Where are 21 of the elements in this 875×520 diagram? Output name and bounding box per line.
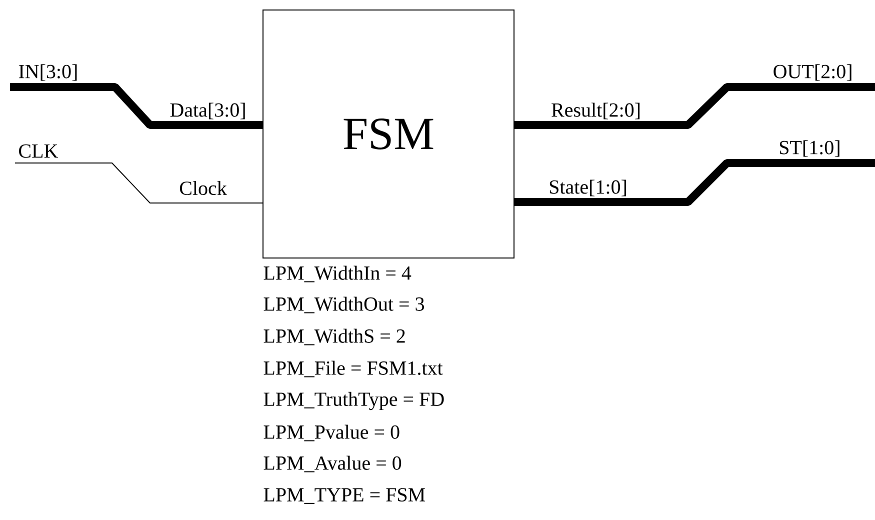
signal-name: OUT[2:0]: [774, 64, 852, 81]
port-label: Clock: [180, 180, 227, 196]
wire: [10, 83, 262, 129]
parameter-text: LPM_Avalue = 0: [264, 456, 402, 472]
parameter-text: LPM_WidthIn = 4: [264, 266, 412, 282]
parameter-text: LPM_TruthType = FD: [264, 392, 444, 410]
parameter-text: LPM_WidthS = 2: [264, 328, 405, 346]
wire: [14, 162, 263, 204]
parameter-text: LPM_TYPE = FSM: [264, 488, 426, 504]
port-label: Result[2:0]: [552, 102, 640, 120]
parameter-text: LPM_Pvalue = 0: [264, 424, 400, 442]
block-box: FSM: [262, 10, 514, 258]
port-label: State[1:0]: [550, 180, 626, 196]
signal-name: IN[3:0]: [18, 64, 77, 81]
parameter-text: LPM_File = FSM1.txt: [264, 360, 443, 378]
wire: [514, 83, 875, 129]
signal-name: ST[1:0]: [780, 140, 840, 157]
parameter-text: LPM_WidthOut = 3: [264, 296, 424, 314]
wire: [514, 159, 875, 206]
signal-name: CLK: [19, 144, 58, 158]
port-label: Data[3:0]: [170, 102, 245, 120]
